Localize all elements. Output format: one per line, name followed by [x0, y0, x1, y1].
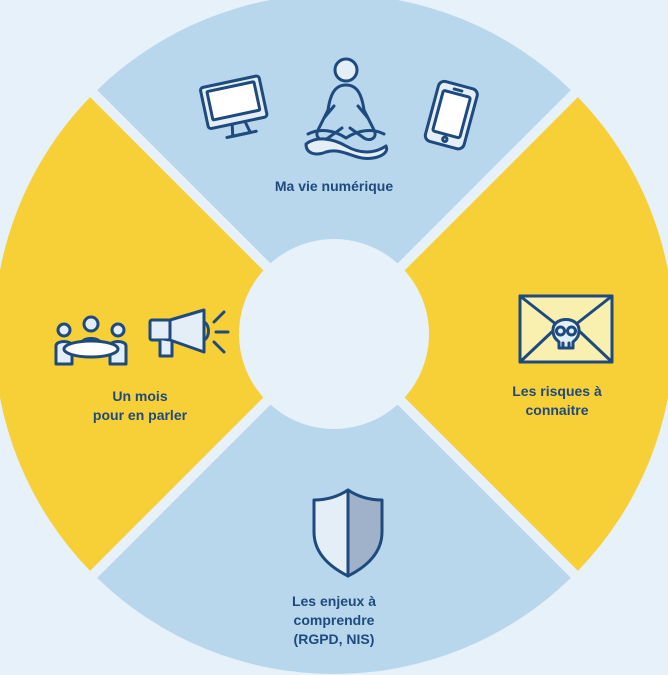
tablet-icon	[423, 79, 479, 151]
meditation-person-icon	[304, 57, 389, 160]
label-top: Ma vie numérique	[234, 177, 434, 196]
meeting-people-icon	[54, 315, 128, 366]
label-left: Un mois pour en parler	[65, 387, 215, 425]
megaphone-icon	[148, 308, 230, 358]
label-left-line-1: Un mois	[112, 388, 168, 404]
skull-envelope-icon	[518, 294, 614, 364]
label-bottom: Les enjeux à comprendre (RGPD, NIS)	[259, 592, 409, 649]
label-bottom-line-2: comprendre	[293, 612, 375, 628]
label-bottom-line-3: (RGPD, NIS)	[293, 631, 375, 647]
label-left-line-2: pour en parler	[92, 407, 188, 423]
center-circle	[239, 239, 429, 429]
label-right-line-2: connaitre	[525, 402, 589, 418]
label-right: Les risques à connaitre	[482, 382, 632, 420]
label-bottom-line-1: Les enjeux à	[291, 593, 377, 609]
shield-icon	[312, 488, 384, 578]
monitor-icon	[199, 74, 269, 139]
label-right-line-1: Les risques à	[512, 383, 602, 399]
segment-left-un-mois	[0, 97, 267, 571]
label-top-line-1: Ma vie numérique	[274, 178, 394, 194]
